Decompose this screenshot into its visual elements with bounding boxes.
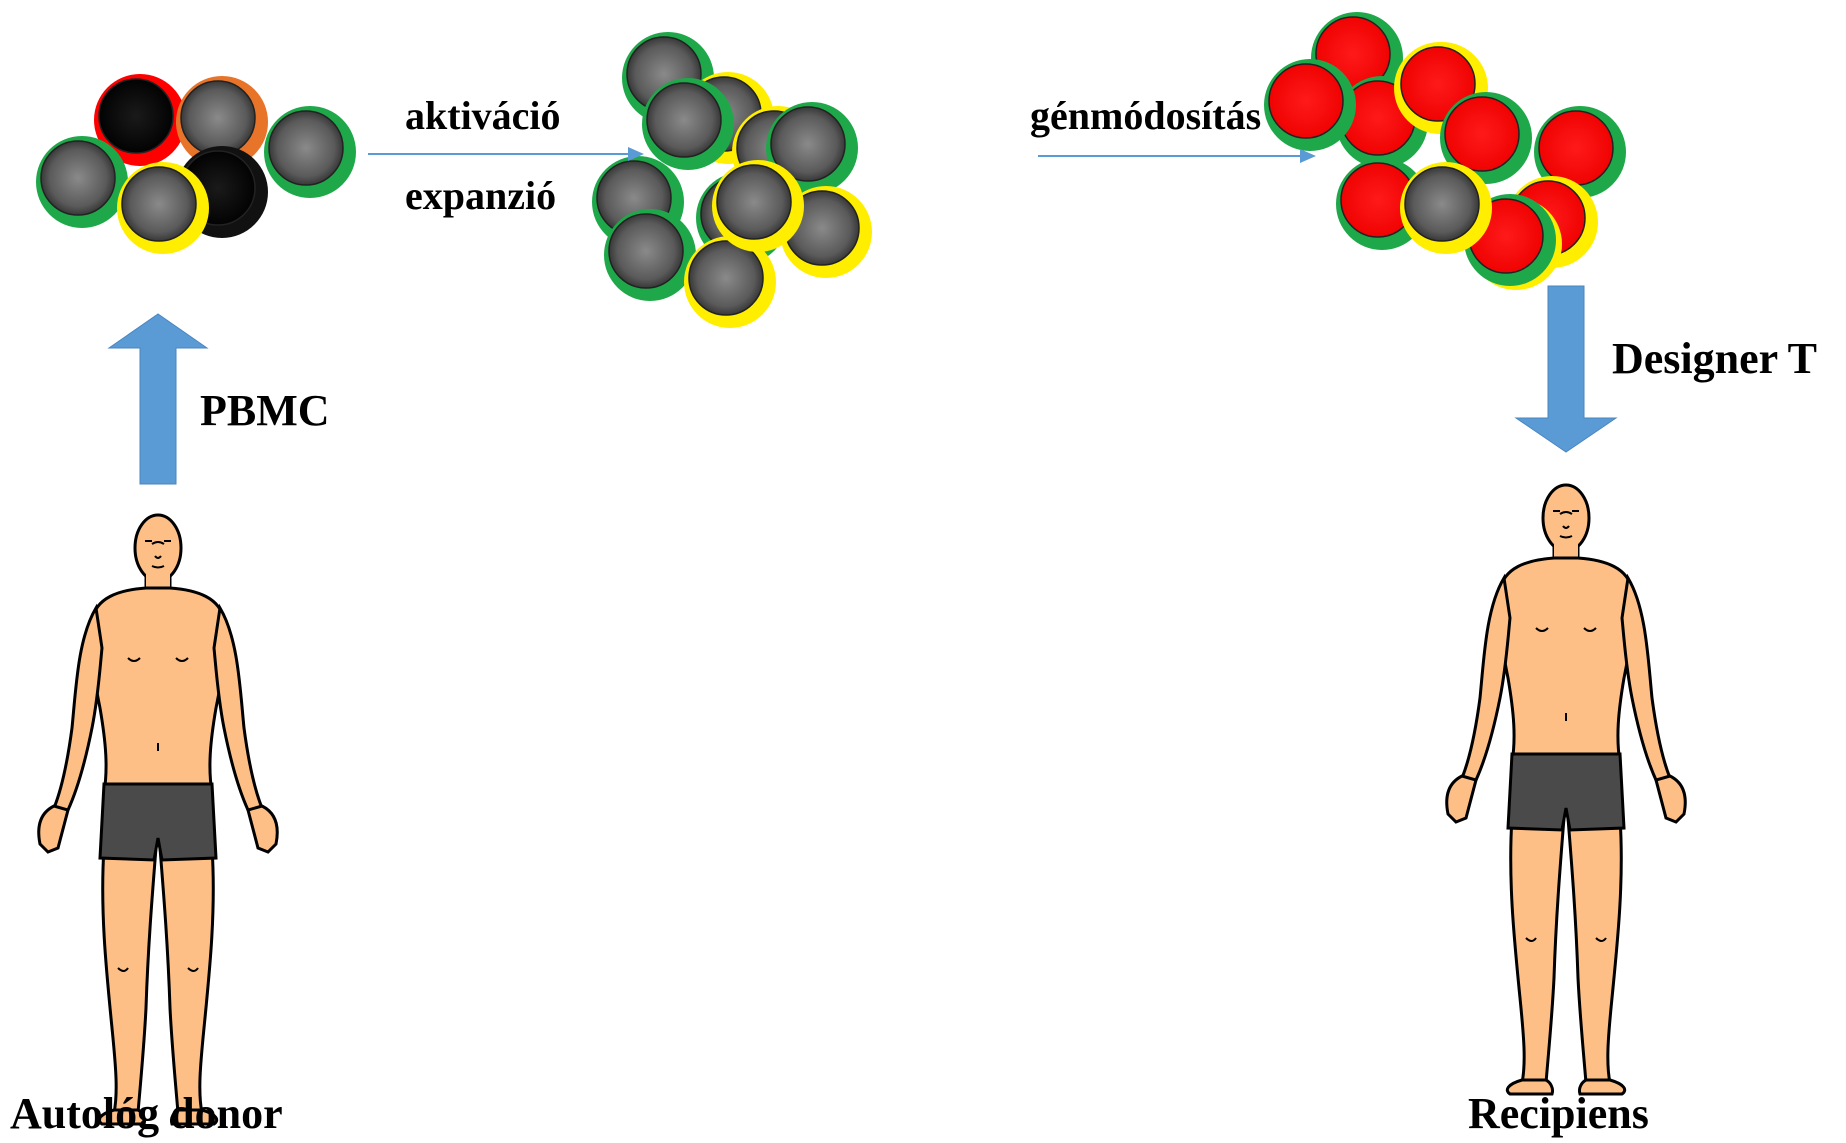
cell-icon <box>712 160 804 252</box>
cell-icon <box>604 209 696 301</box>
thick-down-arrow-icon <box>1516 286 1616 452</box>
human-figure-icon <box>1447 485 1685 1094</box>
cell-icon <box>642 78 734 170</box>
cell-icon <box>117 162 209 254</box>
thick-up-arrow-icon <box>109 314 207 484</box>
human-figure-icon <box>39 515 277 1124</box>
thin-right-arrow-icon <box>1300 149 1316 163</box>
cell-icon <box>1264 59 1356 151</box>
cell-icon <box>36 136 128 228</box>
label-donor: Autológ donor <box>10 1088 283 1139</box>
label-pbmc: PBMC <box>200 385 330 436</box>
cell-icon <box>264 106 356 198</box>
label-expansion: expanzió <box>405 172 556 219</box>
label-recipient: Recipiens <box>1468 1088 1649 1139</box>
label-designer-t: Designer T <box>1612 333 1817 384</box>
label-activation: aktiváció <box>405 92 561 139</box>
label-gene-modification: génmódosítás <box>1030 92 1261 139</box>
cell-icon <box>1400 162 1492 254</box>
